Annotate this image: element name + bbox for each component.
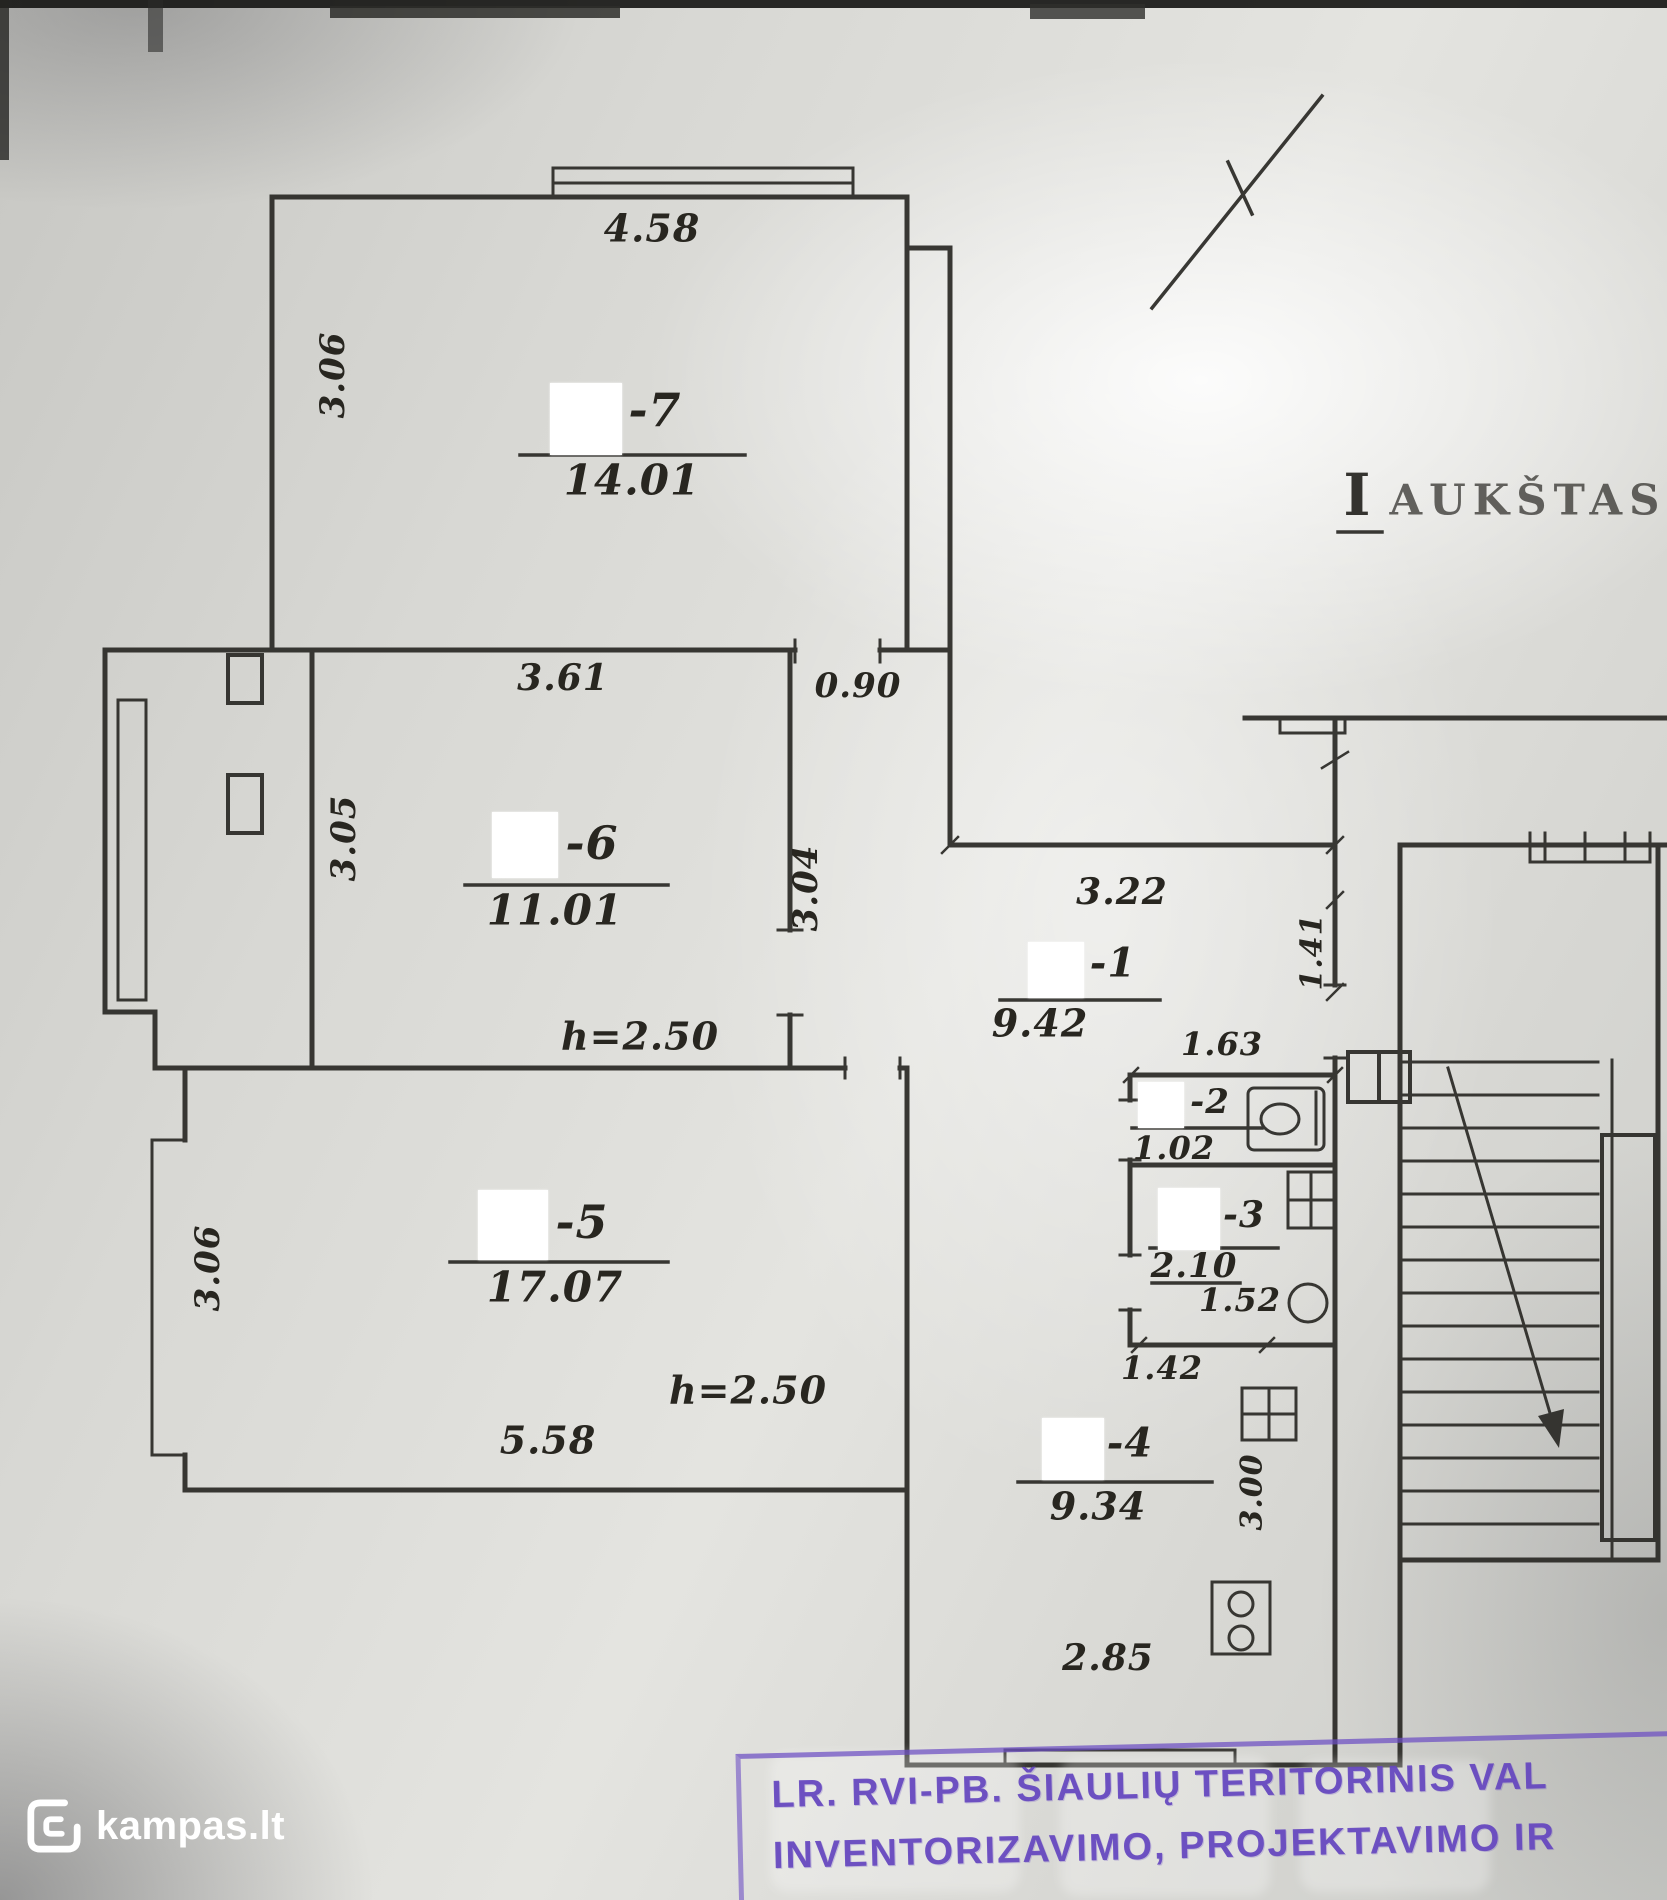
redaction-box — [478, 1190, 548, 1260]
dim-hall-side: 1.41 — [1294, 913, 1330, 991]
dim-room7-depth: 3.06 — [313, 331, 353, 419]
floor-numeral: I — [1343, 461, 1371, 529]
room7-number: -7 — [628, 383, 682, 437]
scan-artifacts — [0, 0, 1667, 160]
windows — [116, 166, 1652, 1767]
room6-area: 11.01 — [486, 885, 624, 935]
scan-glare — [1060, 1756, 1270, 1896]
registry-stamp: LR. RVI-PB. ŠIAULIŲ TERITORINIS VAL INVE… — [735, 1730, 1667, 1900]
toilet-icon — [1246, 1086, 1326, 1152]
dim-ceiling-height-1: h=2.50 — [560, 1013, 720, 1059]
dim-door-width: 0.90 — [814, 666, 902, 706]
dim-wc-width: 1.63 — [1181, 1025, 1263, 1063]
room3-area: 2.10 — [1150, 1246, 1238, 1286]
room4-number: -4 — [1106, 1419, 1154, 1467]
dim-kitchen-depth: 3.00 — [1234, 1453, 1270, 1531]
stamp-line-1: LR. RVI-PB. ŠIAULIŲ TERITORINIS VAL — [770, 1755, 1550, 1817]
scan-glare — [1300, 1760, 1490, 1892]
staircase — [1398, 1058, 1614, 1562]
section-cut-line — [1149, 93, 1325, 311]
heater-icon — [1240, 1386, 1298, 1442]
kampas-logo-icon — [27, 1799, 81, 1853]
room2-area: 1.02 — [1133, 1129, 1215, 1167]
dim-room6-width: 3.61 — [517, 657, 609, 699]
kampas-logo-text: kampas.lt — [96, 1803, 286, 1848]
redaction-box — [1042, 1418, 1104, 1480]
redaction-box — [550, 383, 622, 455]
room6-number: -6 — [565, 816, 619, 870]
dim-bath-bottom: 1.42 — [1121, 1349, 1203, 1387]
dim-hall-width: 3.22 — [1076, 871, 1168, 913]
dim-room5-width: 5.58 — [499, 1417, 597, 1463]
washer-icon — [1287, 1282, 1329, 1324]
redaction-box — [1138, 1082, 1184, 1128]
room1-area: 9.42 — [991, 1000, 1089, 1046]
wall-piers — [226, 653, 1657, 1542]
floor-label: AUKŠTAS — [1389, 475, 1667, 525]
sink-icon — [1286, 1170, 1337, 1230]
dim-room6-right: 3.04 — [786, 844, 826, 932]
kampas-watermark: kampas.lt — [26, 1798, 285, 1854]
room1-number: -1 — [1089, 939, 1137, 987]
scan-glare — [770, 1752, 1020, 1892]
dim-kitchen-width: 2.85 — [1062, 1637, 1154, 1679]
label-underlines — [448, 453, 1384, 1484]
walls — [102, 194, 1667, 1768]
redaction-box — [1028, 942, 1084, 998]
stamp-line-2: INVENTORIZAVIMO, PROJEKTAVIMO IR — [772, 1815, 1557, 1878]
room4-area: 9.34 — [1049, 1483, 1147, 1529]
room2-number: -2 — [1190, 1082, 1230, 1122]
room5-number: -5 — [555, 1195, 609, 1249]
room7-area: 14.01 — [563, 455, 701, 505]
redaction-box — [1158, 1188, 1220, 1250]
room3-number: -3 — [1223, 1194, 1265, 1236]
dim-room5-depth: 3.06 — [188, 1224, 228, 1312]
room5-area: 17.07 — [486, 1262, 624, 1312]
stair-direction-arrow-icon — [1538, 1409, 1564, 1448]
room3-width: 1.52 — [1199, 1281, 1281, 1319]
dim-room6-depth: 3.05 — [324, 794, 364, 882]
redaction-box — [492, 812, 558, 878]
dimension-ticks — [940, 750, 1350, 1354]
dim-ceiling-height-2: h=2.50 — [668, 1367, 828, 1413]
door-jambs — [776, 638, 1347, 1312]
stove-icon — [1210, 1580, 1272, 1656]
dim-room7-width: 4.58 — [603, 205, 701, 251]
